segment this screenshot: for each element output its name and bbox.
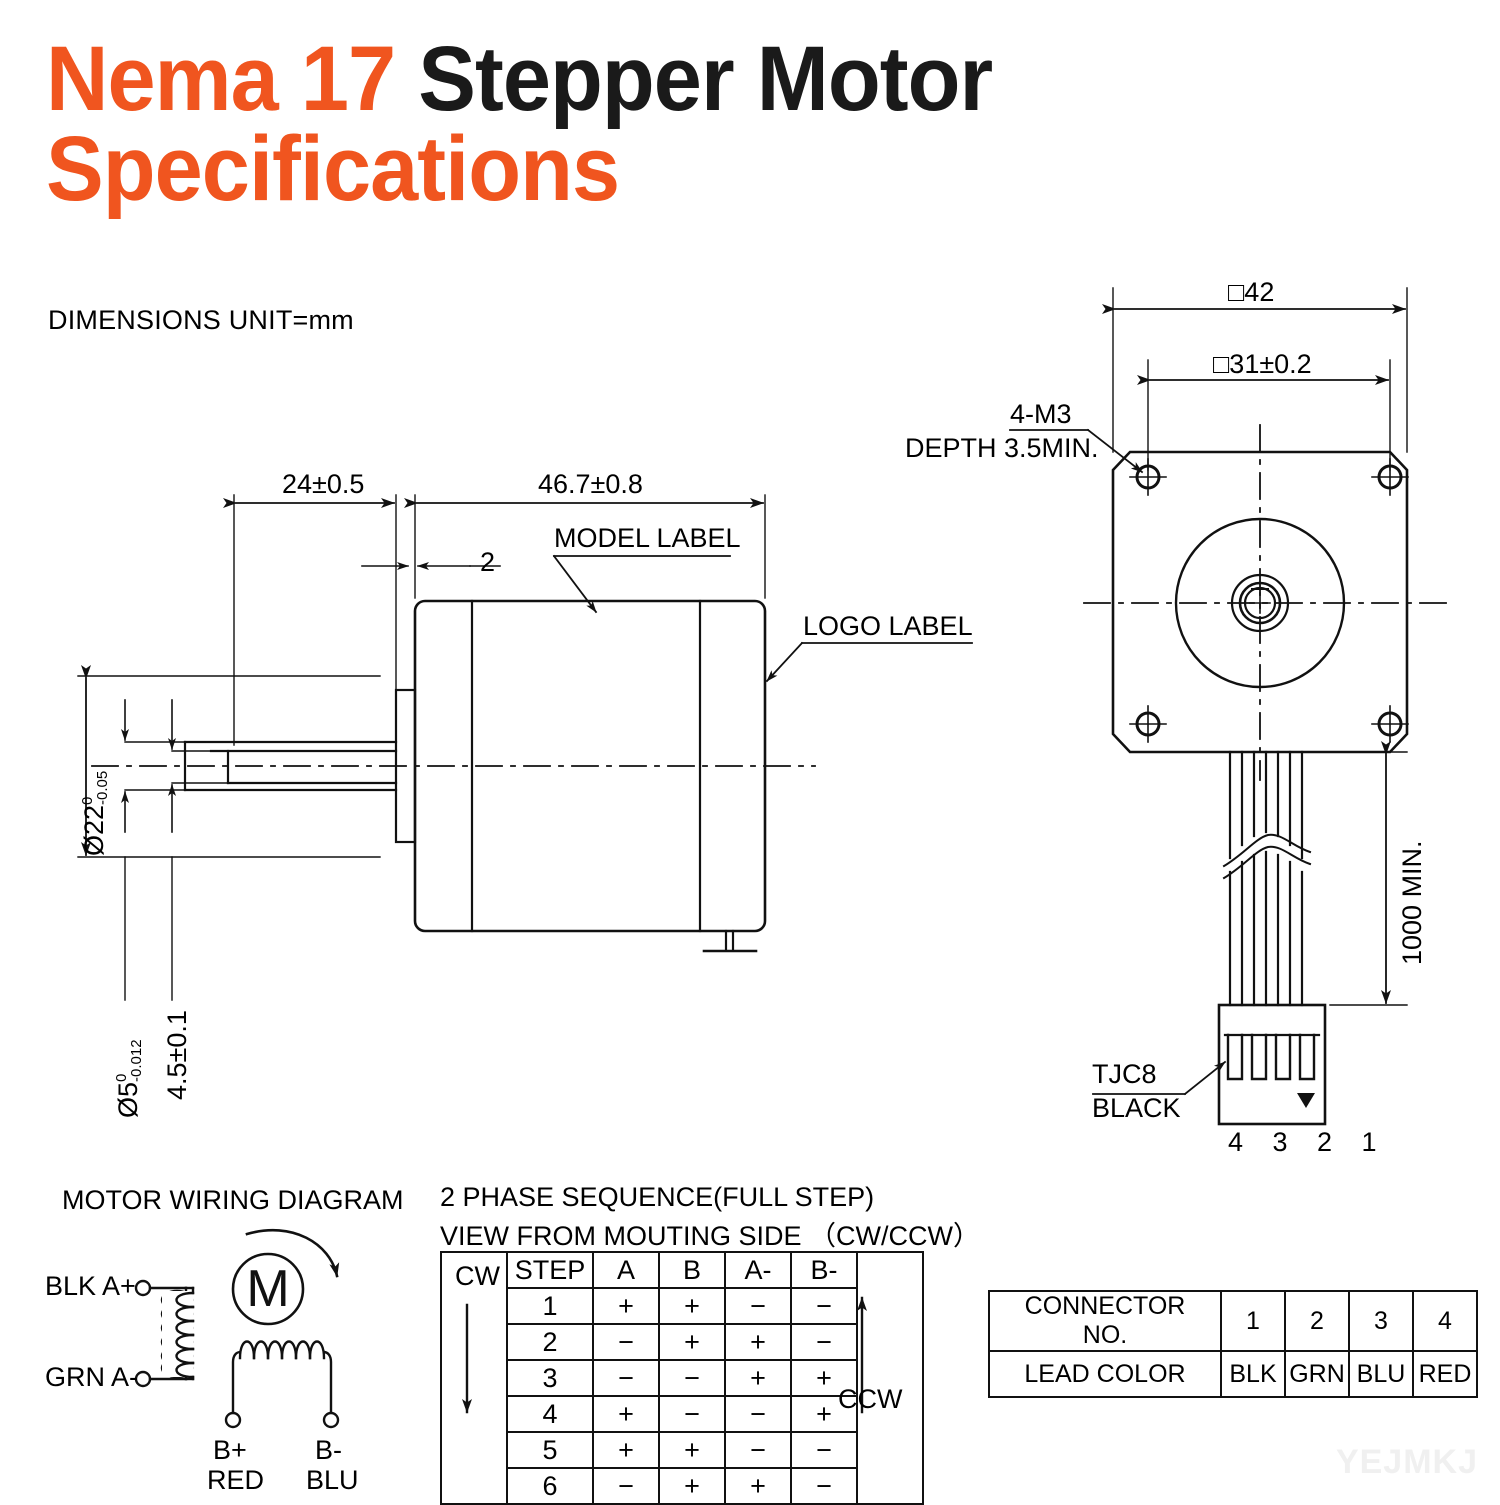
phase-cell: + xyxy=(724,1467,792,1505)
note-thread-depth: DEPTH 3.5MIN. xyxy=(905,433,1099,463)
connector-name: TJC8 xyxy=(1092,1059,1157,1089)
label-logo: LOGO LABEL xyxy=(803,611,973,641)
dim-body-square: □42 xyxy=(1228,277,1275,307)
phase-cell: − xyxy=(592,1467,660,1505)
phase-table-row: 1++−− xyxy=(441,1287,923,1325)
phase-table-row: 3−−++ xyxy=(441,1359,923,1397)
phase-cell: − xyxy=(592,1359,660,1397)
row-value: GRN xyxy=(1284,1350,1350,1398)
phase-cell: + xyxy=(790,1395,858,1433)
phase-cell: − xyxy=(790,1431,858,1469)
title-part-black: Stepper Motor xyxy=(395,28,993,130)
terminal-a-plus-label: BLK A+ xyxy=(45,1271,136,1301)
row-value: 4 xyxy=(1412,1290,1478,1352)
phase-cell: + xyxy=(592,1431,660,1469)
phase-cell: + xyxy=(724,1359,792,1397)
ccw-direction-cell xyxy=(857,1252,923,1504)
phase-cell: + xyxy=(658,1323,726,1361)
watermark: YEJMKJ xyxy=(1335,1443,1478,1481)
phase-col-header: A- xyxy=(724,1251,792,1289)
phase-cell: + xyxy=(658,1467,726,1505)
phase-cell: − xyxy=(724,1395,792,1433)
terminal-b-plus-label: B+ xyxy=(213,1435,247,1465)
row-label: CONNECTOR NO. xyxy=(988,1290,1222,1352)
phase-table-row: 2−++− xyxy=(441,1323,923,1361)
phase-cell: − xyxy=(790,1467,858,1505)
phase-col-header: B- xyxy=(790,1251,858,1289)
dim-hole-square: □31±0.2 xyxy=(1213,349,1312,379)
phase-cell: − xyxy=(724,1287,792,1325)
phase-cell: − xyxy=(724,1431,792,1469)
terminal-b-minus-color: BLU xyxy=(306,1465,359,1495)
terminal-a-minus-label: GRN A- xyxy=(45,1362,139,1392)
ccw-label: CCW xyxy=(838,1384,903,1414)
row-value: 2 xyxy=(1284,1290,1350,1352)
dim-shaft-tolerance: 0-0.012 xyxy=(112,1039,145,1082)
row-label: LEAD COLOR xyxy=(988,1350,1222,1398)
phase-cell: 3 xyxy=(506,1359,594,1397)
phase-cell: 6 xyxy=(506,1467,594,1505)
dim-boss-tolerance: 0-0.05 xyxy=(78,770,111,805)
cw-label: CW xyxy=(455,1261,500,1291)
phase-cell: + xyxy=(724,1323,792,1361)
terminal-b-minus-label: B- xyxy=(315,1435,342,1465)
phase-cell: − xyxy=(658,1395,726,1433)
row-value: 3 xyxy=(1348,1290,1414,1352)
connector-pin-numbers: 4 3 2 1 xyxy=(1228,1127,1388,1157)
phase-table-row: 6−++− xyxy=(441,1467,923,1505)
dim-collar: 2 xyxy=(480,547,496,577)
motor-symbol-letter: M xyxy=(246,1260,289,1318)
title-line-2: Specifications xyxy=(46,118,620,221)
dim-lead-length: 1000 MIN. xyxy=(1397,840,1427,965)
dim-body-length: 46.7±0.8 xyxy=(538,469,643,499)
phase-cell: 4 xyxy=(506,1395,594,1433)
phase-heading-1: 2 PHASE SEQUENCE(FULL STEP) xyxy=(440,1182,875,1212)
phase-col-header: B xyxy=(658,1251,726,1289)
phase-table-row: 4+−−+ xyxy=(441,1395,923,1433)
phase-cell: − xyxy=(790,1323,858,1361)
phase-col-header: STEP xyxy=(506,1251,594,1289)
phase-cell: 2 xyxy=(506,1323,594,1361)
note-thread-size: 4-M3 xyxy=(1010,399,1072,429)
phase-cell: − xyxy=(790,1287,858,1325)
phase-table-row: 5++−− xyxy=(441,1431,923,1469)
row-value: BLK xyxy=(1220,1350,1286,1398)
connector-color: BLACK xyxy=(1092,1093,1181,1123)
terminal-b-plus-color: RED xyxy=(207,1465,265,1495)
row-value: 1 xyxy=(1220,1290,1286,1352)
title-part-orange: Nema 17 xyxy=(46,28,396,130)
phase-cell: 5 xyxy=(506,1431,594,1469)
page-title: Nema 17 Stepper Motor Specifications xyxy=(46,33,1446,221)
phase-cell: + xyxy=(658,1431,726,1469)
dim-shaft-flat: 4.5±0.1 xyxy=(162,1010,192,1100)
title-line-1: Nema 17 Stepper Motor xyxy=(46,33,1362,125)
phase-cell: + xyxy=(592,1287,660,1325)
phase-heading-2: VIEW FROM MOUTING SIDE （CW/CCW） xyxy=(440,1221,980,1251)
phase-col-header: A xyxy=(592,1251,660,1289)
phase-cell: + xyxy=(658,1287,726,1325)
phase-cell: − xyxy=(658,1359,726,1397)
phase-cell: + xyxy=(592,1395,660,1433)
phase-cell: + xyxy=(790,1359,858,1397)
units-note: DIMENSIONS UNIT=mm xyxy=(48,305,354,335)
row-value: RED xyxy=(1412,1350,1478,1398)
row-value: BLU xyxy=(1348,1350,1414,1398)
label-model: MODEL LABEL xyxy=(554,523,741,553)
dim-shaft-length: 24±0.5 xyxy=(282,469,365,499)
phase-cell: − xyxy=(592,1323,660,1361)
wiring-diagram-heading: MOTOR WIRING DIAGRAM xyxy=(62,1185,404,1215)
phase-cell: 1 xyxy=(506,1287,594,1325)
